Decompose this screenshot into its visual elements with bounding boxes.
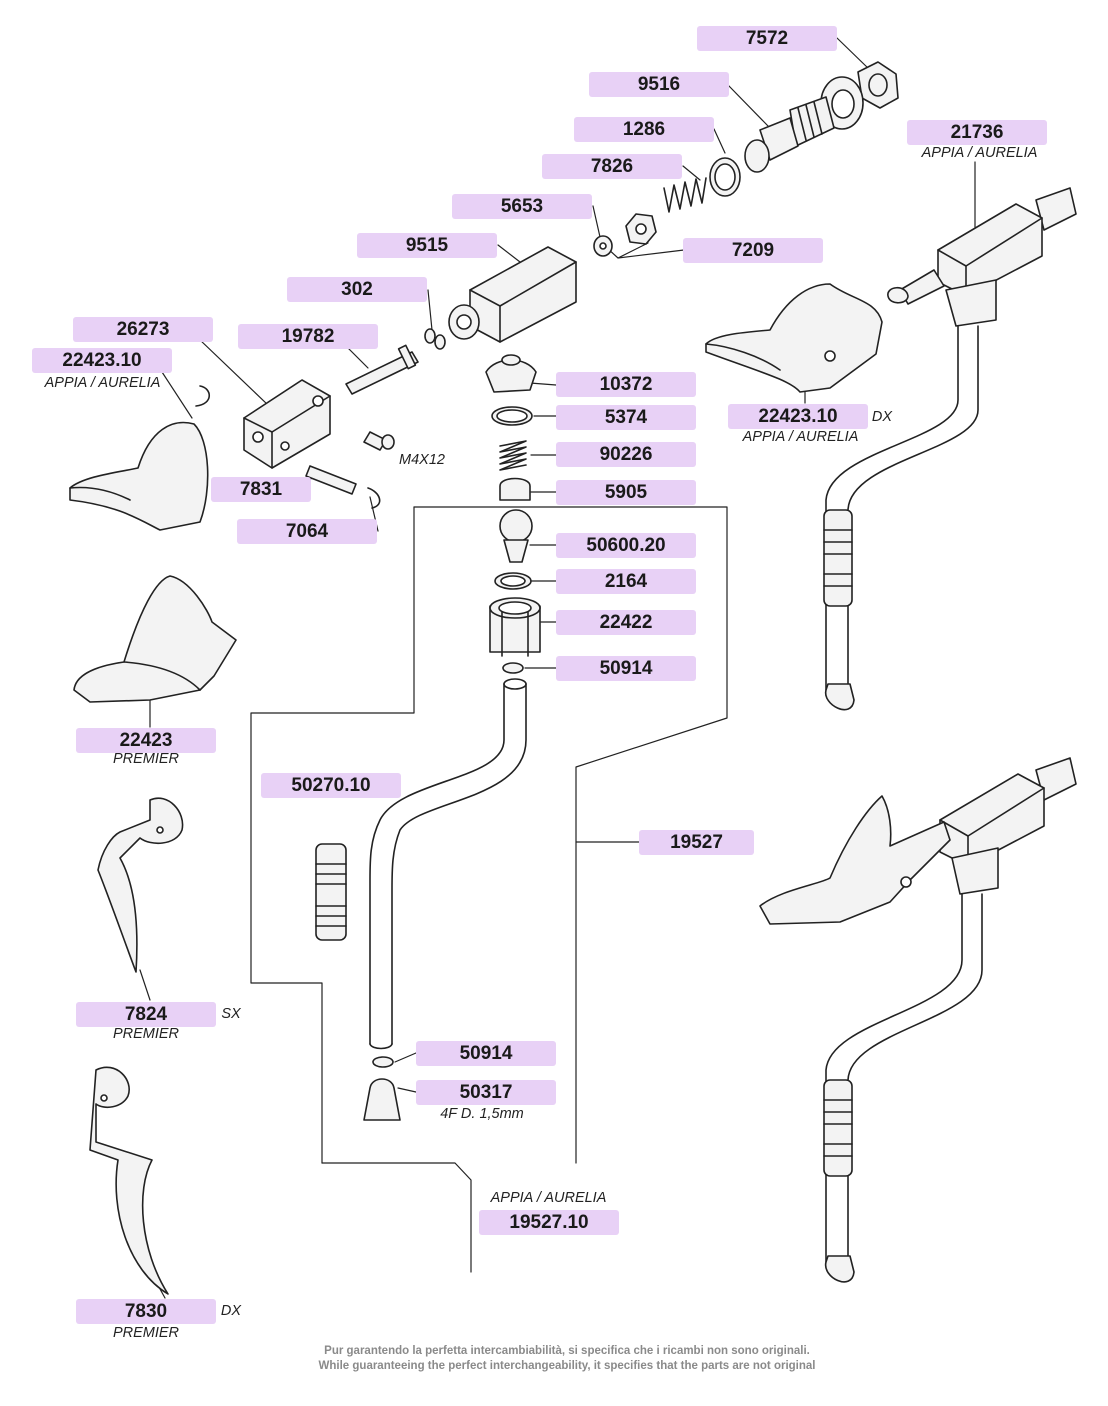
label-22422: 22422 — [556, 610, 696, 635]
cap-5905 — [499, 477, 531, 501]
label-5905: 5905 — [556, 480, 696, 505]
footer-disclaimer-it: Pur garantendo la perfetta intercambiabi… — [324, 1345, 810, 1357]
label-7826: 7826 — [542, 154, 682, 179]
label-19527-10: 19527.10 — [479, 1210, 619, 1235]
label-9516: 9516 — [589, 72, 729, 97]
lever-7824-sx — [97, 797, 184, 973]
ball-50600-20 — [499, 509, 533, 563]
label-22423-10-left: 22423.10 — [32, 348, 172, 373]
pin-7831 — [305, 465, 357, 495]
tube-right-top — [825, 325, 979, 691]
note-appia-aurelia-19527-10: APPIA / AURELIA — [490, 1190, 607, 1206]
label-50600-20: 50600.20 — [556, 533, 696, 558]
nut-7572 — [857, 61, 899, 109]
clip-7064 — [367, 487, 381, 509]
tube-right-bottom — [825, 893, 983, 1263]
spring-90226 — [499, 440, 527, 471]
oring-1286 — [709, 157, 741, 197]
grip-right-bottom — [823, 1079, 855, 1283]
label-7209: 7209 — [683, 238, 823, 263]
nut-22422 — [489, 597, 541, 657]
label-50914-bottom: 50914 — [416, 1041, 556, 1066]
label-19782: 19782 — [238, 324, 378, 349]
label-5653: 5653 — [452, 194, 592, 219]
clip-left — [195, 385, 211, 407]
oring-2164 — [494, 572, 532, 590]
nozzle-50317 — [363, 1078, 401, 1121]
label-22423: 22423 — [76, 728, 216, 753]
note-appia-aurelia-21736: APPIA / AURELIA — [921, 145, 1038, 161]
label-90226: 90226 — [556, 442, 696, 467]
note-nozzle-spec: 4F D. 1,5mm — [440, 1106, 524, 1122]
label-19527: 19527 — [639, 830, 754, 855]
label-50914-top: 50914 — [556, 656, 696, 681]
note-premier-7824: PREMIER — [112, 1026, 180, 1042]
note-appia-aurelia-right: APPIA / AURELIA — [742, 429, 859, 445]
label-5374: 5374 — [556, 405, 696, 430]
label-7824: 7824 — [76, 1002, 216, 1027]
note-premier-7830: PREMIER — [112, 1325, 180, 1341]
screw-m4x12 — [363, 431, 395, 451]
pedal-22423-10-left — [69, 421, 209, 531]
lever-7830-dx — [89, 1066, 169, 1295]
note-m4x12: M4X12 — [399, 452, 445, 468]
pedal-22423-10-right — [705, 283, 883, 393]
pedal-22423-premier — [73, 575, 237, 703]
washer-5653 — [593, 235, 613, 257]
label-302: 302 — [287, 277, 427, 302]
orings-302 — [424, 328, 446, 350]
spring-7826 — [663, 177, 707, 213]
label-22423-10-right: 22423.10 — [728, 404, 868, 429]
label-10372: 10372 — [556, 372, 696, 397]
oring-50914-top — [502, 662, 524, 674]
valve-body-9515 — [448, 246, 577, 343]
label-21736: 21736 — [907, 120, 1047, 145]
assembly-right-bottom — [759, 757, 1077, 925]
fork-26273 — [243, 379, 331, 469]
threaded-fitting-9516 — [744, 96, 835, 173]
tube-19527 — [369, 678, 527, 1050]
label-50270-10: 50270.10 — [261, 773, 401, 798]
oring-5374 — [491, 406, 533, 426]
note-sx: SX — [221, 1006, 241, 1022]
label-7572: 7572 — [697, 26, 837, 51]
assembly-21736 — [887, 187, 1077, 327]
label-1286: 1286 — [574, 117, 714, 142]
note-dx-right: DX — [871, 409, 893, 425]
label-7064: 7064 — [237, 519, 377, 544]
footer-disclaimer-en: While guaranteeing the perfect interchan… — [318, 1360, 816, 1372]
label-9515: 9515 — [357, 233, 497, 258]
note-premier-22423: PREMIER — [112, 751, 180, 767]
grip-50270-10 — [315, 843, 347, 941]
note-appia-aurelia-left: APPIA / AURELIA — [44, 375, 161, 391]
label-2164: 2164 — [556, 569, 696, 594]
label-50317: 50317 — [416, 1080, 556, 1105]
label-26273: 26273 — [73, 317, 213, 342]
label-7831: 7831 — [211, 477, 311, 502]
grip-right-top — [823, 509, 855, 711]
nut-7209 — [625, 213, 657, 245]
pin-19782 — [345, 344, 419, 395]
label-7830: 7830 — [76, 1299, 216, 1324]
oring-50914-bottom — [372, 1056, 394, 1068]
note-dx-7830: DX — [220, 1303, 242, 1319]
valve-seat-10372 — [485, 354, 537, 393]
